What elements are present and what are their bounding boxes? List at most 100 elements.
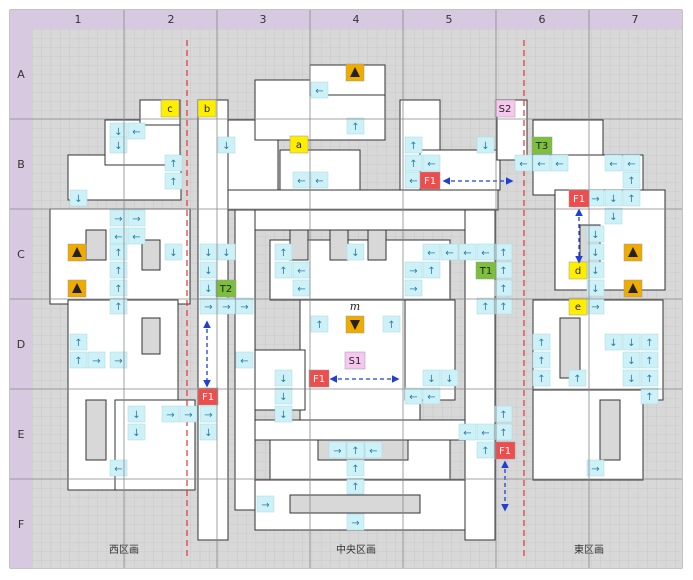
- up-arrow-icon: ↑: [645, 338, 653, 349]
- one-way-tile: [109, 136, 128, 154]
- row-headers: A B C D E F: [17, 68, 25, 531]
- stairs-up-icon: [67, 243, 87, 262]
- one-way-tile: [404, 279, 423, 297]
- down-arrow-icon: ↓: [279, 374, 287, 385]
- up-arrow-icon: ↑: [499, 428, 507, 439]
- one-way-tile: [622, 154, 641, 172]
- up-arrow-icon: ↑: [627, 176, 635, 187]
- one-way-tile: [127, 405, 146, 423]
- one-way-tile: [532, 333, 551, 351]
- row-header-f: F: [18, 518, 24, 531]
- down-arrow-icon: ↓: [204, 248, 212, 259]
- down-arrow-icon: ↓: [481, 141, 489, 152]
- row-header-e: E: [18, 428, 25, 441]
- one-way-tile: [604, 333, 623, 351]
- marker-d-label: d: [575, 266, 581, 277]
- one-way-tile: [622, 369, 641, 387]
- one-way-tile: [235, 351, 254, 369]
- one-way-tile: [346, 441, 365, 459]
- tile-b: [197, 99, 217, 118]
- right-arrow-icon: →: [591, 302, 599, 313]
- one-way-tile: [274, 405, 293, 423]
- tile-f1-e3: [197, 387, 219, 406]
- one-way-tile: [514, 154, 533, 172]
- stairs-up-icon: [623, 279, 643, 298]
- district-dividers: [186, 40, 525, 560]
- up-arrow-icon: ↑: [627, 194, 635, 205]
- up-arrow-icon: ↑: [409, 159, 417, 170]
- up-arrow-icon: ↑: [351, 446, 359, 457]
- row-header-band: [10, 29, 32, 568]
- one-way-tile: [494, 243, 513, 261]
- one-way-tile: [217, 297, 236, 315]
- column-header-band: [32, 10, 682, 29]
- right-arrow-icon: →: [114, 356, 122, 367]
- right-arrow-icon: →: [92, 356, 100, 367]
- one-way-tile: [109, 209, 128, 227]
- one-way-tile: [422, 387, 441, 405]
- down-arrow-icon: ↓: [222, 141, 230, 152]
- one-way-tile: [161, 405, 180, 423]
- one-way-tile: [586, 243, 605, 261]
- block-grid: [32, 29, 682, 568]
- up-arrow-icon: ↑: [351, 482, 359, 493]
- one-way-tile: [604, 154, 623, 172]
- down-arrow-icon: ↓: [132, 410, 140, 421]
- col-header-2: 2: [168, 13, 175, 26]
- one-way-tile: [127, 209, 146, 227]
- left-arrow-icon: ←: [369, 446, 377, 457]
- one-way-tile: [622, 189, 641, 207]
- up-arrow-icon: ↑: [537, 374, 545, 385]
- right-arrow-icon: →: [166, 410, 174, 421]
- left-arrow-icon: ←: [297, 284, 305, 295]
- marker-f1-d-label: F1: [313, 374, 325, 385]
- up-arrow-icon: ↑: [74, 338, 82, 349]
- up-arrow-icon: ↑: [279, 248, 287, 259]
- one-way-tile: [217, 136, 236, 154]
- down-arrow-icon: ↓: [114, 141, 122, 152]
- up-arrow-icon: ↑: [645, 374, 653, 385]
- down-arrow-icon: ↓: [609, 194, 617, 205]
- district-label-central: 中央区画: [336, 543, 376, 556]
- down-arrow-icon: ↓: [204, 428, 212, 439]
- one-way-tile: [404, 261, 423, 279]
- right-arrow-icon: →: [132, 214, 140, 225]
- right-arrow-icon: →: [591, 194, 599, 205]
- one-way-tile: [586, 225, 605, 243]
- one-way-tile: [109, 279, 128, 297]
- one-way-tile: [532, 369, 551, 387]
- one-way-tile: [256, 495, 275, 513]
- stairs-up-icon: [345, 63, 365, 82]
- one-way-tile: [310, 315, 329, 333]
- one-way-tile: [346, 459, 365, 477]
- one-way-tile: [476, 243, 495, 261]
- one-way-tile: [274, 369, 293, 387]
- down-arrow-icon: ↓: [627, 374, 635, 385]
- up-arrow-icon: ↑: [351, 464, 359, 475]
- up-arrow-icon: ↑: [537, 338, 545, 349]
- one-way-tile: [109, 243, 128, 261]
- one-way-tile: [310, 171, 329, 189]
- column-header-dividers: [123, 10, 590, 29]
- one-way-tile: [164, 243, 183, 261]
- tile-t3: [531, 136, 553, 155]
- tile-s2: [494, 99, 516, 118]
- one-way-tile: [622, 351, 641, 369]
- down-arrow-icon: ↓: [609, 338, 617, 349]
- marker-tiles: c b a d e S2 S1 T1 T2 T3 F1 F1 F1 F1 F1: [160, 99, 590, 460]
- warp-links: [203, 177, 583, 512]
- one-way-tile: [179, 405, 198, 423]
- marker-b-label: b: [204, 104, 210, 115]
- header-corner: [10, 10, 32, 29]
- left-arrow-icon: ←: [315, 176, 323, 187]
- one-way-tile: [458, 423, 477, 441]
- one-way-tile: [568, 369, 587, 387]
- down-arrow-icon: ↓: [609, 212, 617, 223]
- marker-f1-b-label: F1: [424, 176, 436, 187]
- row-header-a: A: [17, 68, 25, 81]
- col-header-5: 5: [446, 13, 453, 26]
- tile-f1-b: [419, 171, 441, 190]
- up-arrow-icon: ↑: [481, 302, 489, 313]
- one-way-tile: [494, 423, 513, 441]
